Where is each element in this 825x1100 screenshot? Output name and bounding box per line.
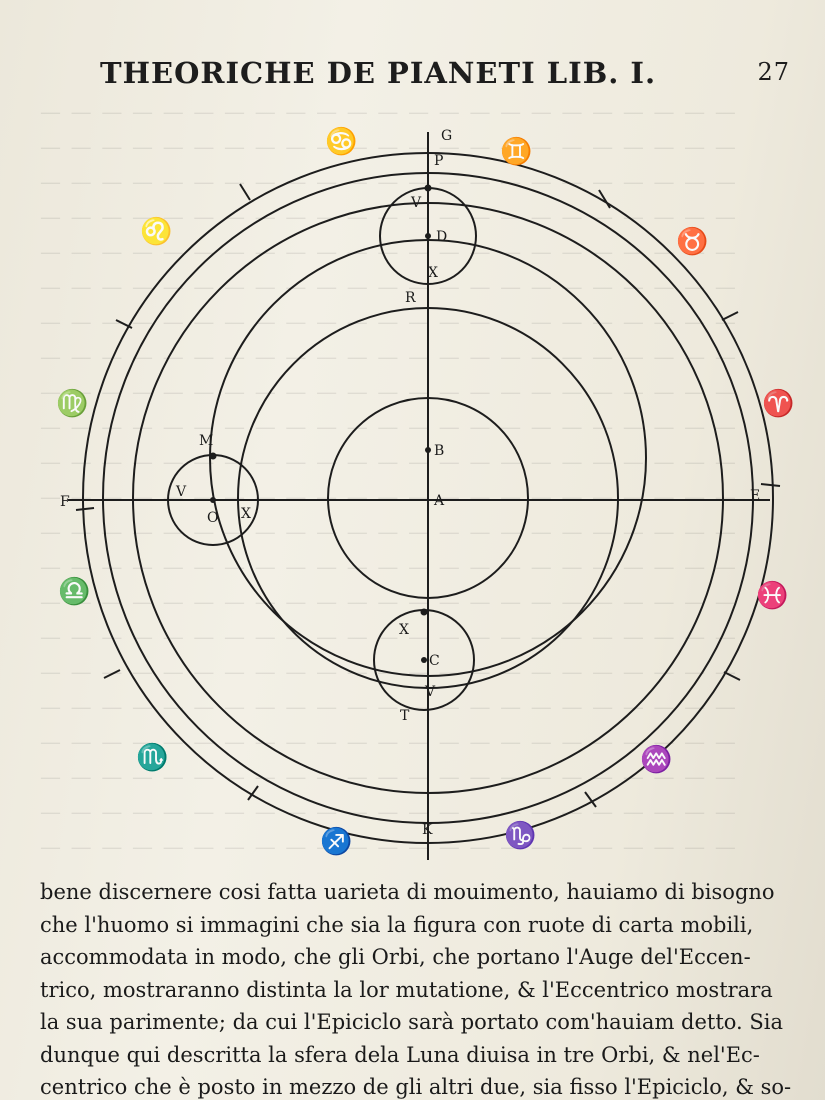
body-line: trico, mostraranno distinta la lor mutat… [40,977,773,1002]
point-dot [420,608,428,616]
sagittarius-icon: ♐ [320,826,352,857]
zodiac-tick [598,189,611,209]
point-dot [210,497,216,503]
label-c: C [429,653,440,669]
zodiac-tick [721,311,739,321]
label-b: B [434,443,444,459]
header-title: THEORICHE DE PIANETI LIB. I. [100,56,657,90]
point-dot [425,447,431,453]
zodiac-tick [103,669,121,679]
zodiac-tick [760,483,781,487]
label-v-bottom: V [424,684,436,700]
capricorn-icon: ♑ [504,820,536,851]
point-dot [424,184,432,192]
leo-icon: ♌ [140,216,172,247]
label-v-top: V [410,195,422,211]
label-p: P [434,153,443,169]
taurus-icon: ♉ [676,226,708,257]
label-x-left: X [241,506,251,522]
label-e: E [750,488,760,504]
label-r: R [405,290,416,306]
zodiac-tick [247,785,259,801]
zodiac-tick [723,671,741,681]
body-line: la sua parimente; da cui l'Epiciclo sarà… [40,1010,784,1034]
bleed-through-text: — — — — — — — — — — — — — — — — — — — — … [40,100,736,859]
point-dot [209,452,217,460]
body-paragraph: bene discernere cosi fatta uarieta di mo… [40,876,800,1100]
label-d: D [436,229,447,245]
label-o: O [207,510,218,526]
virgo-icon: ♍ [56,388,88,419]
label-v-left: V [175,484,187,500]
scorpio-icon: ♏ [136,742,168,773]
label-k: K [422,822,433,838]
label-f: F [60,494,70,510]
point-dot [421,657,427,663]
label-g: G [441,128,452,144]
pisces-icon: ♓ [756,580,788,611]
gemini-icon: ♊ [500,136,532,167]
body-line: bene discernere cosi fatta uarieta di mo… [40,880,775,904]
cancer-icon: ♋ [325,126,357,157]
label-m: M [199,433,213,449]
aquarius-icon: ♒ [640,744,672,775]
label-a: A [433,493,445,509]
point-dot [425,233,431,239]
aries-icon: ♈ [762,388,794,419]
page-number: 27 [757,58,790,86]
body-line: che l'huomo si immagini che sia la figur… [40,912,754,937]
body-line: dunque qui descritta la sfera dela Luna … [40,1042,760,1067]
zodiac-tick [239,183,251,201]
zodiac-tick [584,791,597,808]
zodiac-tick [115,319,133,329]
label-t: T [400,708,410,724]
label-x-bottom: X [399,622,409,638]
libra-icon: ♎ [58,576,90,607]
body-line: accommodata in modo, che gli Orbi, che p… [40,945,751,969]
running-header: THEORICHE DE PIANETI LIB. I. 27 [100,56,790,90]
label-x-top: X [428,265,438,281]
body-line: centrico che è posto in mezzo de gli alt… [40,1075,792,1099]
zodiac-tick [75,507,95,511]
